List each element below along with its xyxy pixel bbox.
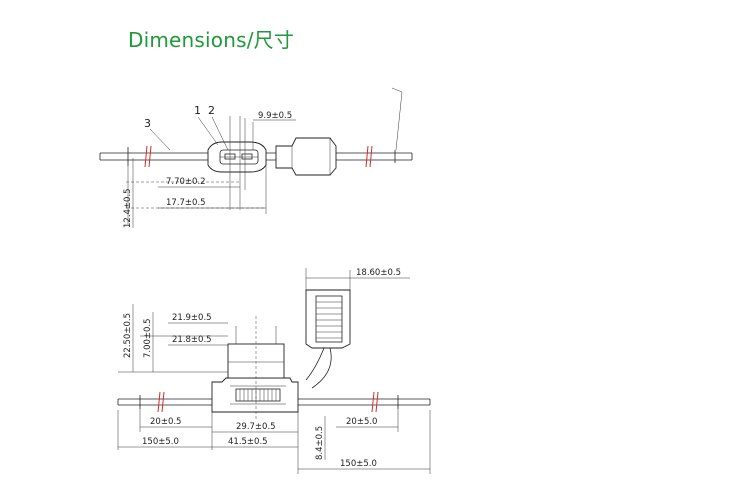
dim-20-right: 20±5.0 <box>346 417 377 427</box>
dim-150-right: 150±5.0 <box>340 459 377 469</box>
tether <box>305 347 332 389</box>
side-cut-right <box>371 391 375 413</box>
dim-17-7: 17.7±0.5 <box>166 198 206 208</box>
cap-top <box>275 137 337 176</box>
dim-7-70: 7.70±0.2 <box>166 177 206 187</box>
page-title: Dimensions/尺寸 <box>128 28 295 52</box>
cap-side <box>305 289 351 349</box>
dim-18-60: 18.60±0.5 <box>356 268 401 278</box>
cut-mark-left <box>144 145 148 168</box>
dim-21-9: 21.9±0.5 <box>172 313 212 323</box>
dim-22-50: 22.50±0.5 <box>123 313 133 358</box>
dim-9-9: 9.9±0.5 <box>258 111 292 121</box>
dim-150-left: 150±5.0 <box>142 437 179 447</box>
callout-3: 3 <box>144 117 151 130</box>
cut-mark-right <box>365 145 369 168</box>
top-view: 9.9±0.5 7.70±0.2 17.7±0.5 12.4±0.5 1 2 3 <box>99 87 413 228</box>
dim-8-4: 8.4±0.5 <box>315 426 325 460</box>
side-cut-left <box>157 391 161 413</box>
callout-1: 1 <box>194 104 201 117</box>
dim-7-00: 7.00±0.5 <box>143 318 153 358</box>
dim-12-4: 12.4±0.5 <box>123 188 133 228</box>
dim-41-5: 41.5±0.5 <box>228 437 268 447</box>
dim-21-8: 21.8±0.5 <box>172 335 212 345</box>
dim-29-7: 29.7±0.5 <box>236 422 276 432</box>
callout-2: 2 <box>208 104 215 117</box>
dim-20-left: 20±0.5 <box>150 417 181 427</box>
side-view: 18.60±0.5 21.9±0.5 21.8±0.5 22.50±0.5 7.… <box>117 268 431 474</box>
holder-base-side <box>211 377 299 413</box>
